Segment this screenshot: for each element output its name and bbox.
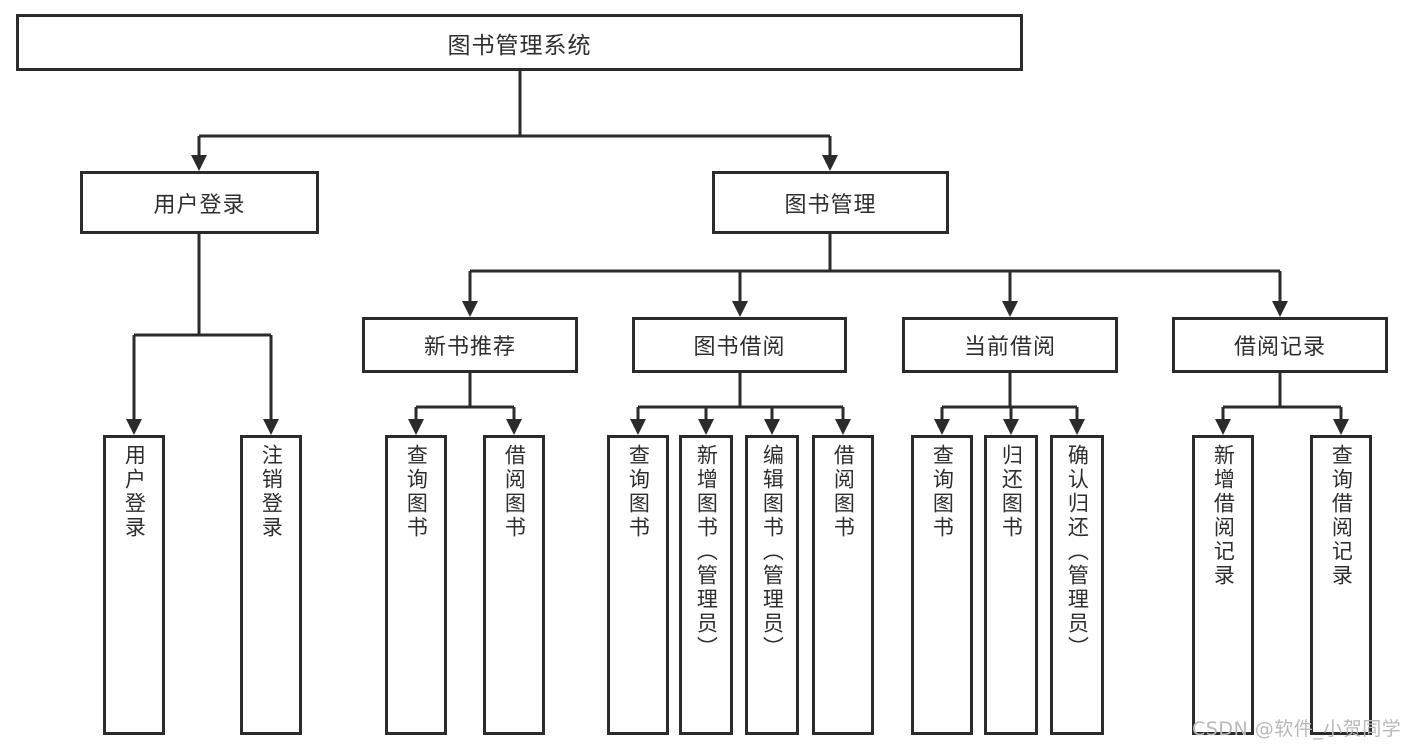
node-label: 新增图书（管理员） xyxy=(694,444,719,660)
node-label: 确认归还（管理员） xyxy=(1065,444,1090,660)
node-label: 用户登录 xyxy=(122,444,147,540)
node-label: 查询图书 xyxy=(930,444,955,540)
leaf-edit-book[interactable]: 编辑图书（管理员） xyxy=(745,435,799,735)
node-book-manage[interactable]: 图书管理 xyxy=(712,171,949,234)
node-user-login[interactable]: 用户登录 xyxy=(80,171,319,234)
leaf-query-book-3[interactable]: 查询图书 xyxy=(911,435,973,735)
leaf-logout[interactable]: 注销登录 xyxy=(240,435,302,735)
node-label: 图书管理系统 xyxy=(447,32,592,59)
node-label: 借阅图书 xyxy=(831,444,856,540)
node-label: 新书推荐 xyxy=(423,335,516,360)
leaf-confirm-return[interactable]: 确认归还（管理员） xyxy=(1050,435,1104,735)
leaf-return-book[interactable]: 归还图书 xyxy=(984,435,1038,735)
node-label: 注销登录 xyxy=(259,444,284,540)
leaf-query-record[interactable]: 查询借阅记录 xyxy=(1310,435,1372,735)
node-label: 查询借阅记录 xyxy=(1329,444,1354,588)
leaf-add-record[interactable]: 新增借阅记录 xyxy=(1192,435,1254,735)
node-label: 归还图书 xyxy=(999,444,1024,540)
node-root-system[interactable]: 图书管理系统 xyxy=(16,14,1023,71)
leaf-user-login[interactable]: 用户登录 xyxy=(103,435,165,735)
node-current-borrow[interactable]: 当前借阅 xyxy=(902,317,1118,373)
node-label: 编辑图书（管理员） xyxy=(760,444,785,660)
node-label: 图书管理 xyxy=(784,192,877,218)
leaf-add-book[interactable]: 新增图书（管理员） xyxy=(679,435,733,735)
node-label: 新增借阅记录 xyxy=(1211,444,1236,588)
leaf-borrow-book-1[interactable]: 借阅图书 xyxy=(483,435,545,735)
leaf-borrow-book-2[interactable]: 借阅图书 xyxy=(812,435,874,735)
node-label: 查询图书 xyxy=(404,444,429,540)
node-label: 借阅图书 xyxy=(502,444,527,540)
node-label: 当前借阅 xyxy=(963,335,1056,360)
node-label: 用户登录 xyxy=(153,192,246,218)
node-new-book-recommend[interactable]: 新书推荐 xyxy=(362,317,578,373)
leaf-query-book-1[interactable]: 查询图书 xyxy=(385,435,447,735)
node-book-borrow[interactable]: 图书借阅 xyxy=(632,317,847,373)
node-label: 借阅记录 xyxy=(1233,335,1326,360)
node-label: 图书借阅 xyxy=(693,335,786,360)
leaf-query-book-2[interactable]: 查询图书 xyxy=(607,435,669,735)
node-borrow-record[interactable]: 借阅记录 xyxy=(1172,317,1388,373)
node-label: 查询图书 xyxy=(626,444,651,540)
